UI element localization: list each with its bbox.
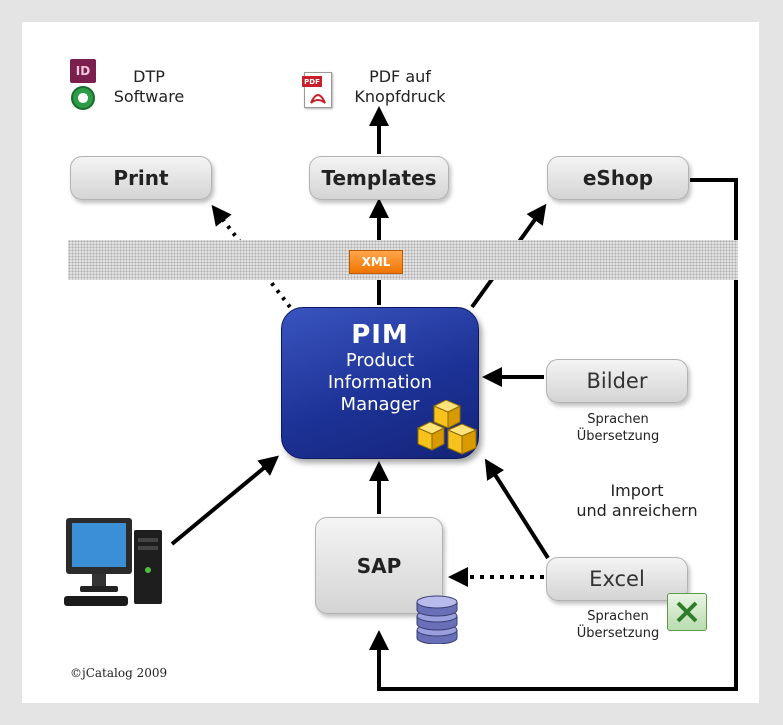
pim-box: PIM Product Information Manager [281, 307, 479, 459]
bilder-note: Sprachen Übersetzung [576, 412, 660, 444]
excel-label: Excel [589, 567, 645, 591]
copyright-text: ©jCatalog 2009 [70, 666, 168, 680]
excel-box: Excel [546, 557, 688, 601]
pim-title: PIM [351, 320, 409, 350]
arrow-excel-pim [484, 458, 550, 560]
excel-icon [667, 593, 707, 631]
sap-label: SAP [356, 553, 402, 578]
pim-line-2: Information [327, 372, 433, 393]
templates-label: Templates [321, 166, 437, 190]
pdf-icon: PDF [302, 72, 332, 108]
import-note: Import und anreichern [576, 481, 698, 520]
xml-badge: XML [349, 250, 403, 274]
connector-lines [170, 106, 738, 691]
diagram-canvas: XML ID DTP Software PDF PDF auf Knopfdru… [22, 22, 759, 703]
arrow-pim-print [211, 204, 292, 309]
pdf-label: PDF auf Knopfdruck [354, 67, 446, 106]
bilder-label: Bilder [586, 369, 648, 393]
print-label: Print [113, 166, 169, 190]
cubes-icon [416, 400, 478, 455]
computer-icon [64, 518, 162, 606]
pim-line-1: Product [345, 350, 415, 371]
database-icon [416, 595, 458, 644]
indesign-icon: ID [70, 59, 96, 83]
arrow-eshop-sap [369, 178, 738, 691]
excel-note: Sprachen Übersetzung [576, 609, 660, 641]
templates-box: Templates [309, 156, 449, 200]
pdf-icon-badge: PDF [302, 76, 322, 87]
dtp-software-label: DTP Software [113, 67, 185, 106]
eshop-label: eShop [582, 166, 654, 190]
pim-line-3: Manager [340, 394, 420, 415]
arrow-computer-pim [170, 455, 280, 546]
print-box: Print [70, 156, 212, 200]
xml-band [68, 240, 738, 280]
bilder-box: Bilder [546, 359, 688, 403]
eshop-box: eShop [547, 156, 689, 200]
quark-icon [71, 86, 95, 110]
